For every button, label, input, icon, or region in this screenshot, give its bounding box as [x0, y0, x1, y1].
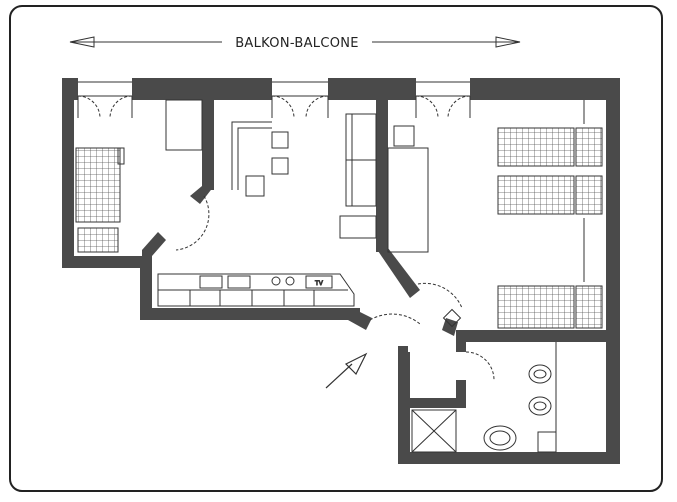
chair-1: [271, 131, 289, 149]
shower: [411, 409, 457, 453]
toilet: [528, 364, 552, 384]
wardrobe-right: [387, 147, 429, 253]
washbasin: [483, 425, 517, 451]
pillow-left: [77, 227, 119, 253]
bed-left: [75, 147, 121, 223]
tv-unit: [305, 275, 333, 289]
bed-right-3: [497, 285, 575, 329]
bed-right-2: [497, 175, 575, 215]
bedroom-left: [75, 99, 210, 253]
bidet: [528, 396, 552, 416]
wardrobe-left: [165, 99, 203, 151]
coffee-table: [339, 215, 377, 239]
walls: [62, 78, 620, 464]
chair-3: [245, 175, 265, 197]
balcony-doors: [77, 81, 471, 119]
tv-label: TV: [314, 280, 324, 287]
sink: [199, 275, 223, 289]
bedroom-right: [387, 100, 603, 381]
bed-right-1: [497, 127, 575, 167]
entrance-arrow: [325, 352, 368, 389]
chair-2: [271, 157, 289, 175]
balcony-annotation: BALKON-BALCONE: [69, 36, 521, 51]
living-kitchen: TV: [157, 113, 463, 325]
balcony-label: BALKON-BALCONE: [235, 36, 359, 51]
stove-burner: [271, 276, 281, 286]
frame-border: [9, 5, 663, 492]
bathroom: [411, 342, 557, 453]
